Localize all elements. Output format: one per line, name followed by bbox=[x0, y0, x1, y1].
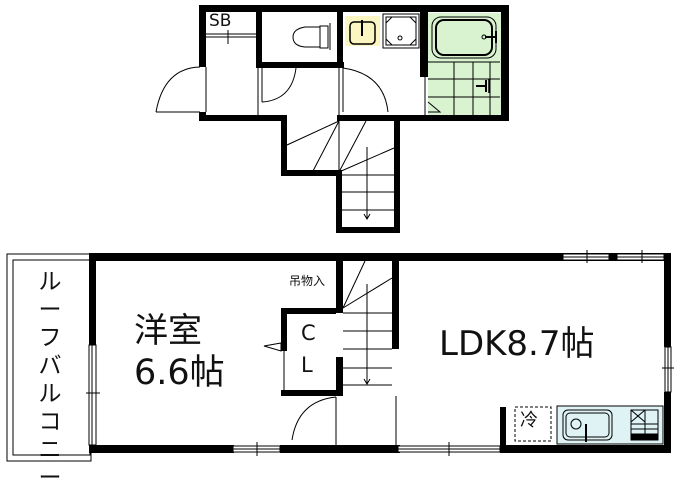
upper-stairs bbox=[286, 120, 395, 220]
stove-icon bbox=[630, 409, 659, 441]
lower-stairs bbox=[342, 260, 393, 386]
bathtub-icon bbox=[431, 16, 497, 59]
shoe-box-label: SB bbox=[209, 11, 232, 31]
washing-machine-pan-icon bbox=[382, 13, 420, 49]
hanging-storage-label: 吊物入 bbox=[289, 274, 326, 288]
closet-label-bottom: L bbox=[301, 353, 313, 377]
shower-icon bbox=[476, 79, 490, 93]
lower-floor bbox=[6, 250, 674, 462]
fridge-space bbox=[514, 406, 552, 442]
upper-floor bbox=[155, 5, 509, 233]
bathroom-floor bbox=[428, 13, 501, 115]
ldk-label: LDK8.7帖 bbox=[439, 324, 595, 364]
fridge-label: 冷 bbox=[520, 410, 538, 431]
washbasin-icon bbox=[349, 20, 376, 45]
western-room-size: 6.6帖 bbox=[134, 353, 225, 393]
windows bbox=[86, 250, 674, 456]
closet-label-top: C bbox=[301, 321, 316, 345]
roof-balcony-label: ルーフバルコニー bbox=[38, 269, 62, 491]
upper-door-jambs bbox=[205, 67, 426, 115]
upper-doors bbox=[155, 66, 442, 113]
toilet-icon bbox=[292, 23, 331, 50]
floor-plan bbox=[6, 5, 674, 462]
shoe-box-shelf bbox=[206, 30, 256, 44]
lower-walls bbox=[89, 253, 671, 453]
bath-tiles bbox=[428, 61, 500, 115]
western-room-name: 洋室 bbox=[134, 311, 202, 351]
kitchen-sink-icon bbox=[562, 409, 613, 442]
upper-walls bbox=[199, 5, 509, 233]
lower-doors bbox=[263, 342, 397, 445]
